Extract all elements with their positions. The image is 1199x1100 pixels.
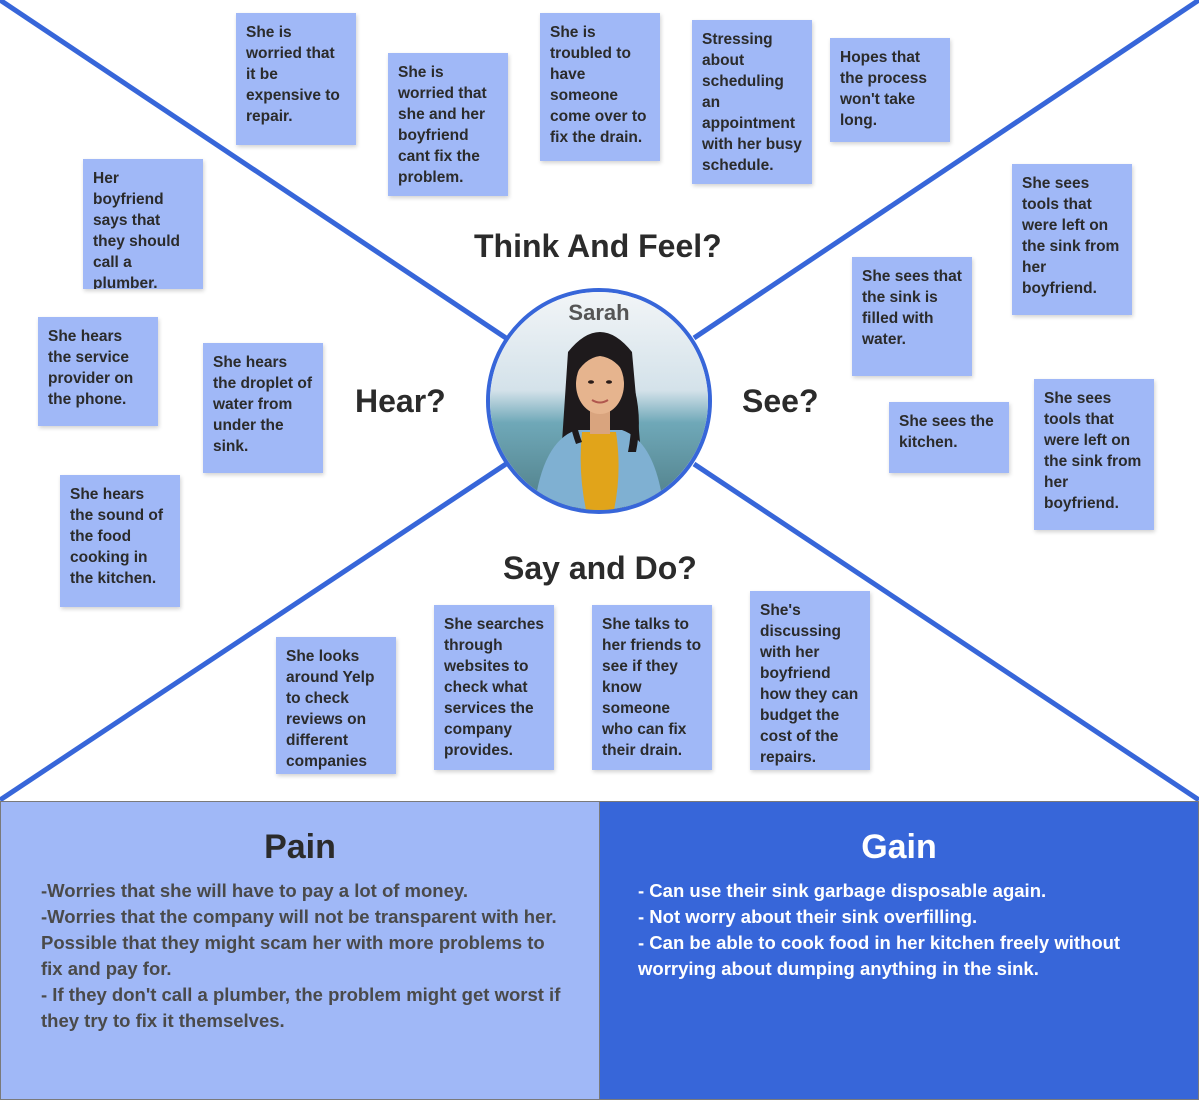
hear-note-2: She hears the service provider on the ph… <box>38 317 158 426</box>
think-note-3: She is troubled to have someone come ove… <box>540 13 660 161</box>
gain-item: - Can use their sink garbage disposable … <box>638 880 1047 901</box>
say-note-4: She's discussing with her boyfriend how … <box>750 591 870 770</box>
persona-portrait-icon <box>490 292 708 510</box>
pain-item: - If they don't call a plumber, the prob… <box>41 984 561 1031</box>
say-and-do-heading: Say and Do? <box>503 550 697 586</box>
persona-avatar: Sarah <box>486 288 712 514</box>
gain-panel: Gain - Can use their sink garbage dispos… <box>600 801 1199 1100</box>
think-and-feel-heading: Think And Feel? <box>474 228 722 264</box>
see-heading: See? <box>742 383 819 419</box>
diagonal-bottom-right <box>692 461 1199 803</box>
persona-name: Sarah <box>568 300 630 325</box>
gain-title: Gain <box>861 828 937 866</box>
think-note-2: She is worried that she and her boyfrien… <box>388 53 508 196</box>
hear-note-4: She hears the sound of the food cooking … <box>60 475 180 607</box>
gain-list: - Can use their sink garbage disposable … <box>638 878 1168 982</box>
gain-item: - Can be able to cook food in her kitche… <box>638 932 1121 979</box>
hear-note-3: She hears the droplet of water from unde… <box>203 343 323 473</box>
think-note-1: She is worried that it be expensive to r… <box>236 13 356 145</box>
gain-item: - Not worry about their sink overfilling… <box>638 906 978 927</box>
pain-panel: Pain -Worries that she will have to pay … <box>0 801 600 1100</box>
hear-note-1: Her boyfriend says that they should call… <box>83 159 203 289</box>
think-note-5: Hopes that the process won't take long. <box>830 38 950 142</box>
diagonal-top-left <box>0 0 508 341</box>
say-note-2: She searches through websites to check w… <box>434 605 554 770</box>
see-note-2: She sees that the sink is filled with wa… <box>852 257 972 376</box>
diagonal-bottom-left <box>0 461 508 803</box>
pain-list: -Worries that she will have to pay a lot… <box>41 878 571 1034</box>
pain-title: Pain <box>264 828 336 866</box>
see-note-3: She sees the kitchen. <box>889 402 1009 473</box>
hear-heading: Hear? <box>355 383 446 419</box>
pain-item: -Worries that the company will not be tr… <box>41 906 557 979</box>
say-note-3: She talks to her friends to see if they … <box>592 605 712 770</box>
diagonal-top-right <box>692 0 1199 341</box>
see-note-1: She sees tools that were left on the sin… <box>1012 164 1132 315</box>
think-note-4: Stressing about scheduling an appointmen… <box>692 20 812 184</box>
say-note-1: She looks around Yelp to check reviews o… <box>276 637 396 774</box>
see-note-4: She sees tools that were left on the sin… <box>1034 379 1154 530</box>
pain-item: -Worries that she will have to pay a lot… <box>41 880 468 901</box>
